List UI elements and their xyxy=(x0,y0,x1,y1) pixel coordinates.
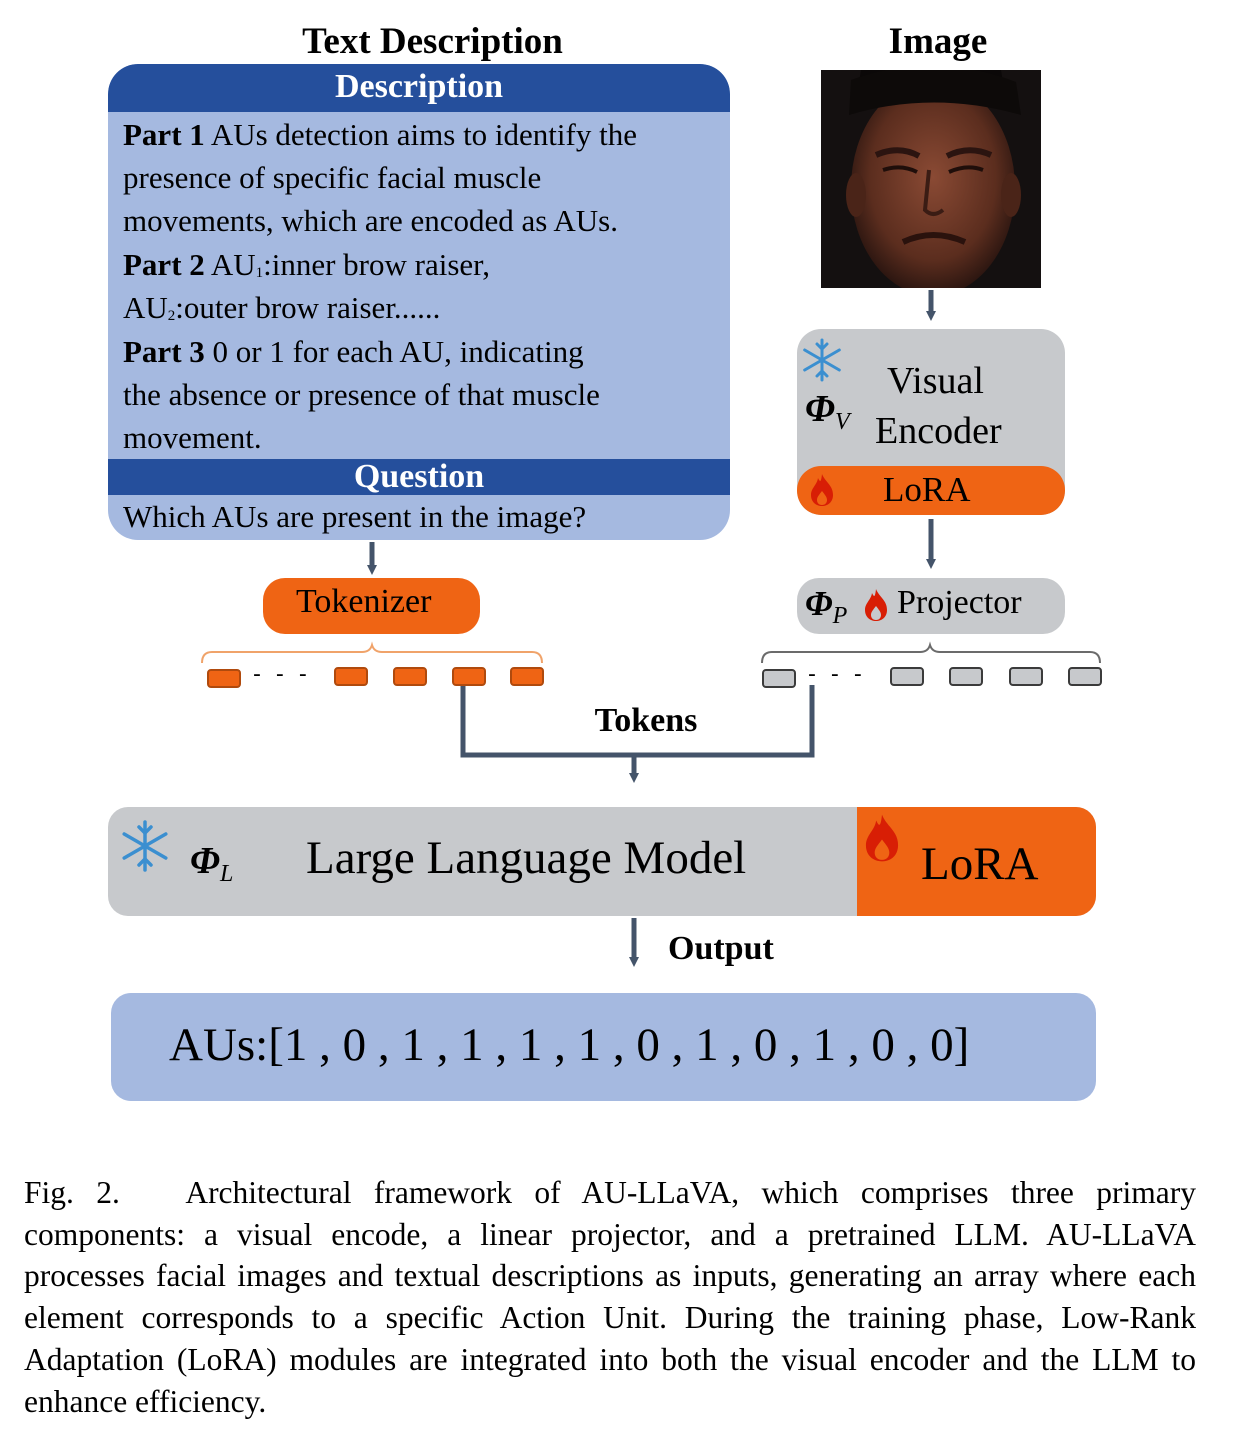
bracket xyxy=(761,641,1101,664)
image-token xyxy=(890,667,924,686)
tokenizer-label: Tokenizer xyxy=(296,583,432,620)
flame-icon xyxy=(865,814,899,862)
llm-lora: LoRA xyxy=(857,807,1096,916)
image-token xyxy=(1009,667,1043,686)
snowflake-icon xyxy=(803,338,841,382)
token-ellipsis: - - - xyxy=(253,662,311,687)
text-token xyxy=(393,667,427,686)
text-description-header: Text Description xyxy=(302,21,563,62)
llm-label: Large Language Model xyxy=(306,832,747,884)
text-token xyxy=(334,667,368,686)
output-array: AUs:[1 , 0 , 1 , 1 , 1 , 1 , 0 , 1 , 0 ,… xyxy=(169,1019,970,1071)
visual-encoder-label-1: Visual xyxy=(887,360,984,402)
part3-line-3: movement. xyxy=(123,420,262,455)
tokens-label: Tokens xyxy=(594,702,698,739)
visual-encoder-lora: LoRA xyxy=(797,466,1065,515)
text-token xyxy=(510,667,544,686)
image-header: Image xyxy=(888,21,988,62)
snowflake-icon xyxy=(122,820,168,872)
visual-encoder-lora-label: LoRA xyxy=(883,470,971,509)
question-text: Which AUs are present in the image? xyxy=(123,499,587,534)
description-title: Description xyxy=(108,64,730,112)
tokenizer-block: Tokenizer xyxy=(263,578,480,634)
llm-lora-label: LoRA xyxy=(921,838,1039,890)
output-label: Output xyxy=(668,930,774,967)
bracket xyxy=(201,641,543,664)
part2-line-2: AU2:outer brow raiser...... xyxy=(123,290,441,325)
flame-icon xyxy=(865,589,887,621)
image-token xyxy=(1068,667,1102,686)
visual-encoder-label-2: Encoder xyxy=(875,410,1002,452)
image-token xyxy=(949,667,983,686)
text-token xyxy=(207,669,241,688)
part1-line-1: Part 1 AUs detection aims to identify th… xyxy=(123,117,637,152)
face-image xyxy=(821,70,1041,288)
text-token xyxy=(452,667,486,686)
text-description-panel: Description Part 1 AUs detection aims to… xyxy=(108,64,730,540)
figure-caption: Fig. 2. Architectural framework of AU-LL… xyxy=(24,1175,1196,1419)
part3-line-1: Part 3 0 or 1 for each AU, indicating xyxy=(123,334,584,369)
part1-line-3: movements, which are encoded as AUs. xyxy=(123,203,619,238)
part1-line-2: presence of specific facial muscle xyxy=(123,160,542,195)
visual-encoder-symbol: ΦV xyxy=(805,388,850,435)
image-token xyxy=(762,669,796,688)
question-title: Question xyxy=(108,459,730,495)
flame-icon xyxy=(811,474,833,506)
visual-encoder-block: ΦV Visual Encoder LoRA xyxy=(797,329,1065,515)
llm-block: ΦL Large Language Model LoRA xyxy=(108,807,1096,916)
projector-label: Projector xyxy=(897,584,1022,621)
projector-block: ΦP Projector xyxy=(797,578,1065,634)
token-ellipsis: - - - xyxy=(808,662,866,687)
token-merge-line xyxy=(460,685,815,758)
projector-symbol: ΦP xyxy=(805,584,848,629)
output-box: AUs:[1 , 0 , 1 , 1 , 1 , 1 , 0 , 1 , 0 ,… xyxy=(111,993,1096,1101)
llm-symbol: ΦL xyxy=(190,840,234,887)
diagram-connectors xyxy=(201,290,1101,967)
part3-line-2: the absence or presence of that muscle xyxy=(123,377,600,412)
part2-line-1: Part 2 AU1:inner brow raiser, xyxy=(123,247,490,282)
